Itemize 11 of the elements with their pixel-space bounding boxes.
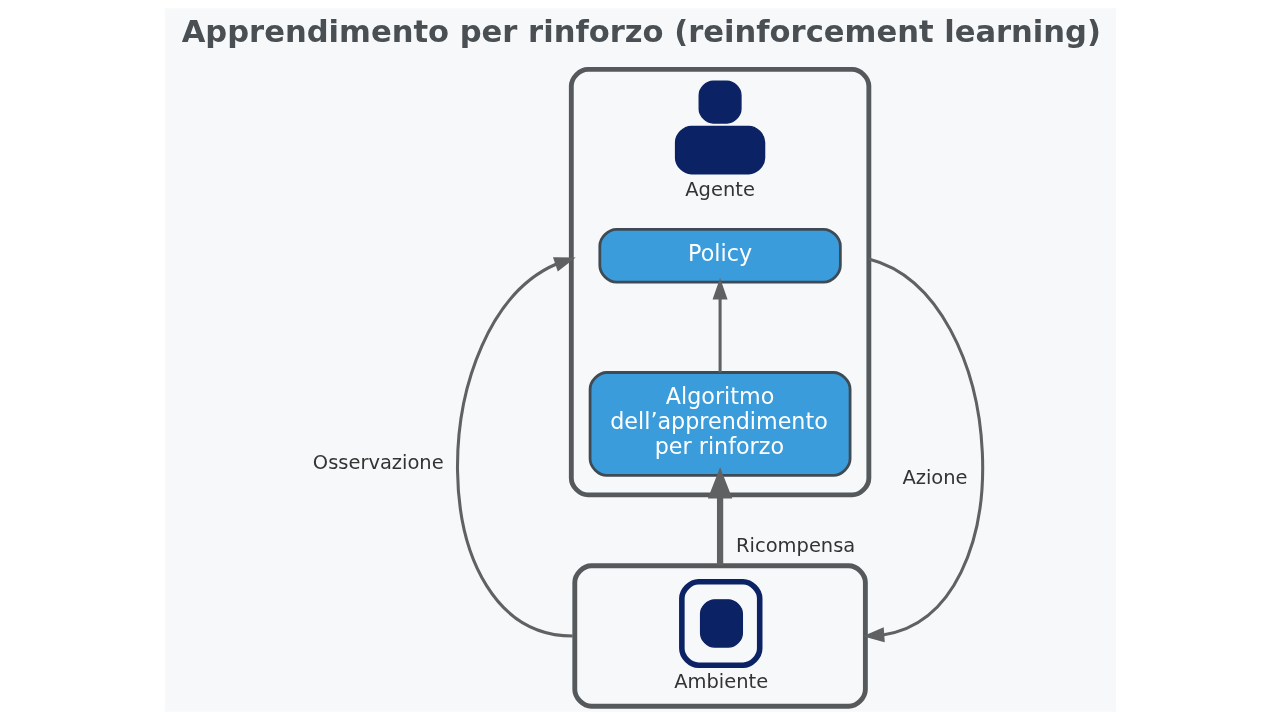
arrow — [707, 467, 732, 566]
arrow — [712, 277, 728, 373]
edge-label: Ricompensa — [735, 534, 855, 558]
edge-label: Azione — [901, 466, 968, 490]
node-box: Policy — [597, 227, 842, 284]
node-box: Algoritmo dell’apprendimento per rinforzo — [588, 371, 851, 477]
node-box: Ambiente — [571, 563, 868, 709]
arrow — [862, 257, 984, 643]
arrow — [455, 257, 576, 638]
diagram-title: Apprendimento per rinforzo (reinforcement learning) — [181, 14, 1101, 50]
edge-label: Osservazione — [312, 450, 444, 474]
